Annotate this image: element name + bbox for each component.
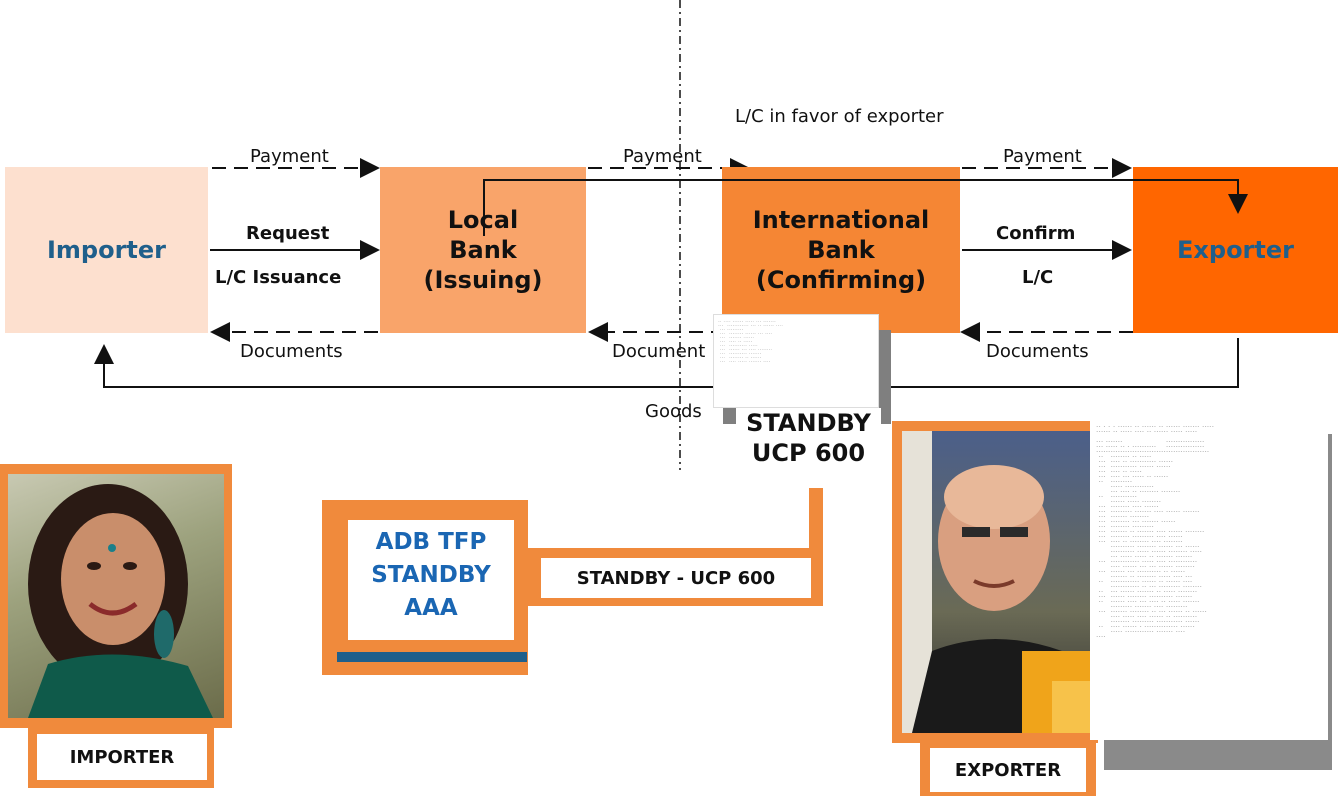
lc-label: L/C xyxy=(1022,267,1054,288)
intl-bank-line-1: International xyxy=(752,206,930,234)
lc-issuance-label: L/C Issuance xyxy=(215,267,342,288)
intl-bank-line-3: (Confirming) xyxy=(755,266,927,294)
exporter-label: Exporter xyxy=(1177,236,1294,264)
importer-box: Importer xyxy=(5,167,208,333)
importer-label: Importer xyxy=(46,236,167,264)
adb-line-3: AAA xyxy=(404,595,458,621)
confirm-label: Confirm xyxy=(996,223,1076,244)
exporter-photo xyxy=(902,431,1092,733)
adb-frame-blueline xyxy=(337,652,527,662)
local-bank-box: Local Bank (Issuing) xyxy=(380,167,586,333)
adb-line-1: ADB TFP xyxy=(375,529,487,555)
local-bank-line-1: Local xyxy=(447,206,519,234)
goods-arrow xyxy=(94,338,1239,388)
intl-bank-line-2: Bank xyxy=(807,236,875,264)
standby-note-box: STANDBY UCP 600 xyxy=(736,408,881,490)
request-label: Request xyxy=(246,223,330,244)
exporter-caption: EXPORTER xyxy=(930,748,1086,792)
local-bank-line-2: Bank xyxy=(449,236,517,264)
exporter-box: Exporter xyxy=(1133,167,1338,333)
standby-note-line-2: UCP 600 xyxy=(751,439,866,467)
importer-photo xyxy=(8,474,224,718)
importer-caption-text: IMPORTER xyxy=(69,746,175,768)
standby-ucp-inner: STANDBY - UCP 600 xyxy=(541,558,811,598)
adb-line-2: STANDBY xyxy=(371,562,491,588)
payment-label-2: Payment xyxy=(623,146,702,167)
lc-in-favor-label: L/C in favor of exporter xyxy=(735,106,944,127)
standby-note-line-1: STANDBY xyxy=(746,409,871,437)
documents-label-1: Documents xyxy=(240,341,343,362)
exporter-caption-text: EXPORTER xyxy=(954,759,1062,781)
adb-box-inner: ADB TFP STANDBY AAA xyxy=(348,520,514,640)
documents-label-3: Documents xyxy=(986,341,1089,362)
payment-label-1: Payment xyxy=(250,146,329,167)
documents-label-2: Document xyxy=(612,341,706,362)
goods-label: Goods xyxy=(645,401,702,422)
man-portrait-icon xyxy=(902,431,1092,733)
exporter-doc: -- - - - ------ -- ------ -- ------ ----… xyxy=(1090,420,1328,740)
payment-label-3: Payment xyxy=(1003,146,1082,167)
woman-portrait-icon xyxy=(28,484,213,718)
standby-ucp-label: STANDBY - UCP 600 xyxy=(576,567,776,589)
intl-bank-box: International Bank (Confirming) xyxy=(722,167,960,333)
importer-caption: IMPORTER xyxy=(37,734,207,780)
standby-doc-thumbnail: -- ---- ------ ----- --- ------- --- ---… xyxy=(713,314,879,408)
local-bank-line-3: (Issuing) xyxy=(423,266,543,294)
